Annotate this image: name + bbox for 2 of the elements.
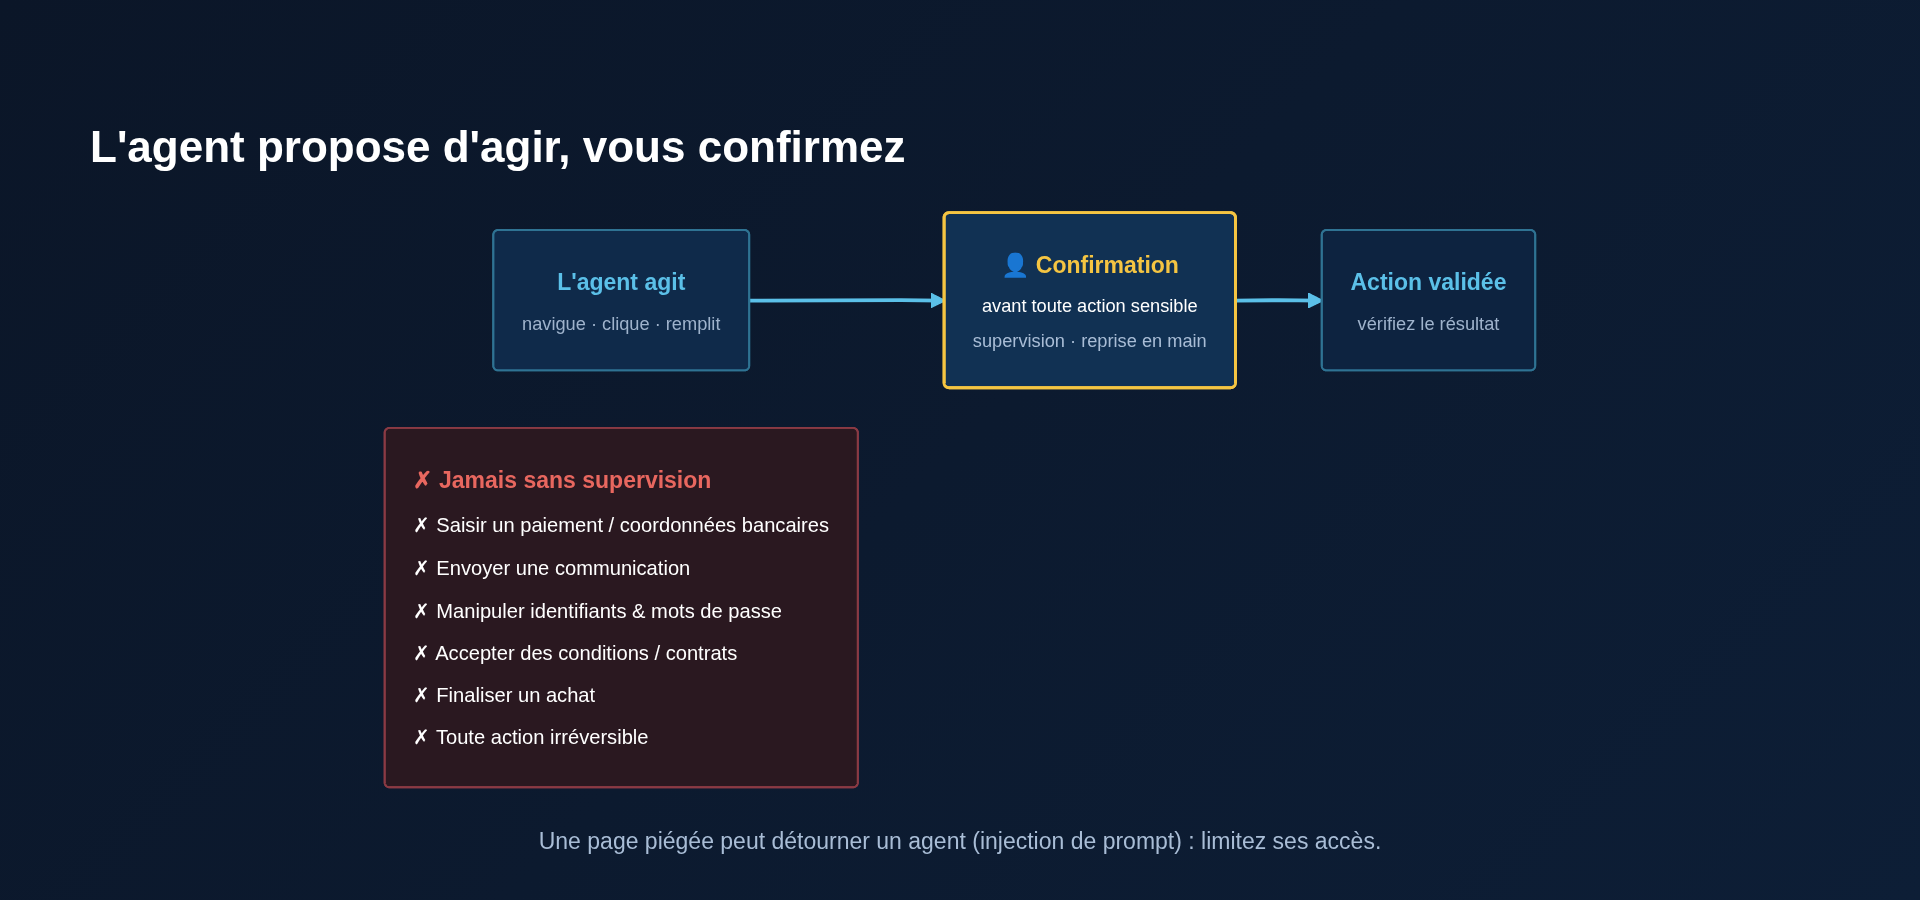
diagram-title: L'agent propose d'agir, vous confirmez — [90, 122, 906, 172]
caption-text: Une page piégée peut détourner un agent (injection de prompt) : limitez ses accès. — [538, 828, 1382, 854]
